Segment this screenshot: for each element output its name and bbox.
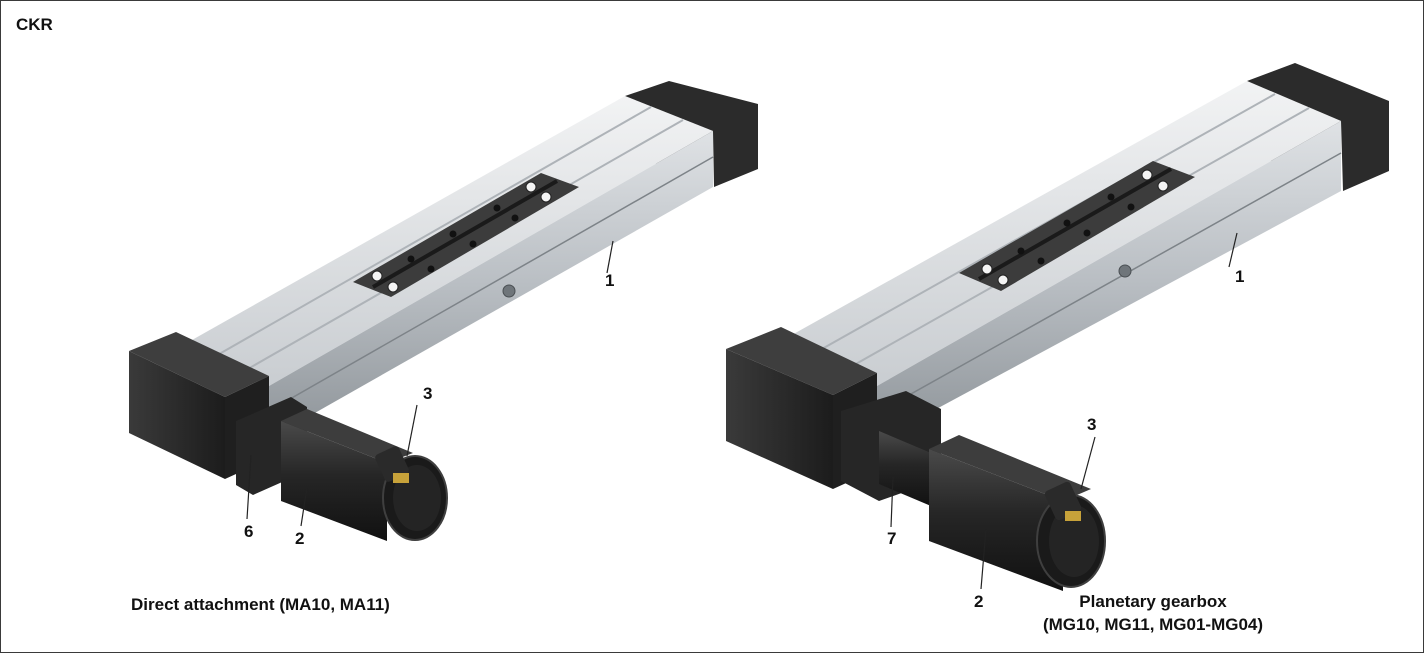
left-profile-side — [269, 131, 713, 439]
right-carriage-holes — [1017, 193, 1135, 265]
left-callout-1: 1 — [605, 271, 615, 290]
left-actuator — [129, 81, 758, 541]
left-side-groove — [268, 156, 714, 412]
right-leader-lines — [890, 232, 1238, 590]
left-leader-lines — [246, 240, 614, 527]
right-far-end-cap — [1247, 63, 1389, 191]
left-far-end-cap — [625, 81, 758, 187]
left-carriage-holes — [407, 204, 519, 273]
right-side-groove — [876, 152, 1342, 414]
right-drive-block-top — [726, 327, 877, 395]
right-drive-block-face — [726, 349, 833, 489]
right-callout-2: 2 — [974, 592, 984, 611]
right-connector — [1044, 481, 1082, 521]
left-carriage-slot — [372, 179, 558, 289]
left-motor — [281, 409, 448, 541]
left-callout-6: 6 — [244, 522, 254, 541]
left-callout-3: 3 — [423, 384, 433, 403]
right-actuator — [726, 63, 1389, 591]
right-carriage-slot — [978, 167, 1172, 281]
left-callout-2: 2 — [295, 529, 305, 548]
right-carriage-bolts — [981, 169, 1169, 286]
right-callout-1: 1 — [1235, 267, 1245, 286]
right-callout-7: 7 — [887, 529, 897, 548]
left-drive-block-top — [129, 332, 269, 397]
left-carriage-bolts — [371, 181, 552, 293]
right-caption-line1: Planetary gearbox — [1079, 592, 1227, 611]
left-lube-nipple — [502, 284, 516, 298]
left-caption: Direct attachment (MA10, MA11) — [131, 595, 390, 614]
right-callout-3: 3 — [1087, 415, 1097, 434]
left-connector — [375, 446, 409, 483]
right-gearbox — [841, 391, 941, 506]
left-groove-1 — [206, 106, 652, 362]
right-lube-nipple — [1118, 264, 1132, 278]
figure-title: CKR — [16, 15, 53, 34]
right-motor — [929, 435, 1106, 591]
right-profile-side — [877, 121, 1341, 441]
left-drive-block-face — [129, 351, 225, 479]
right-caption-line2: (MG10, MG11, MG01-MG04) — [1042, 615, 1264, 634]
